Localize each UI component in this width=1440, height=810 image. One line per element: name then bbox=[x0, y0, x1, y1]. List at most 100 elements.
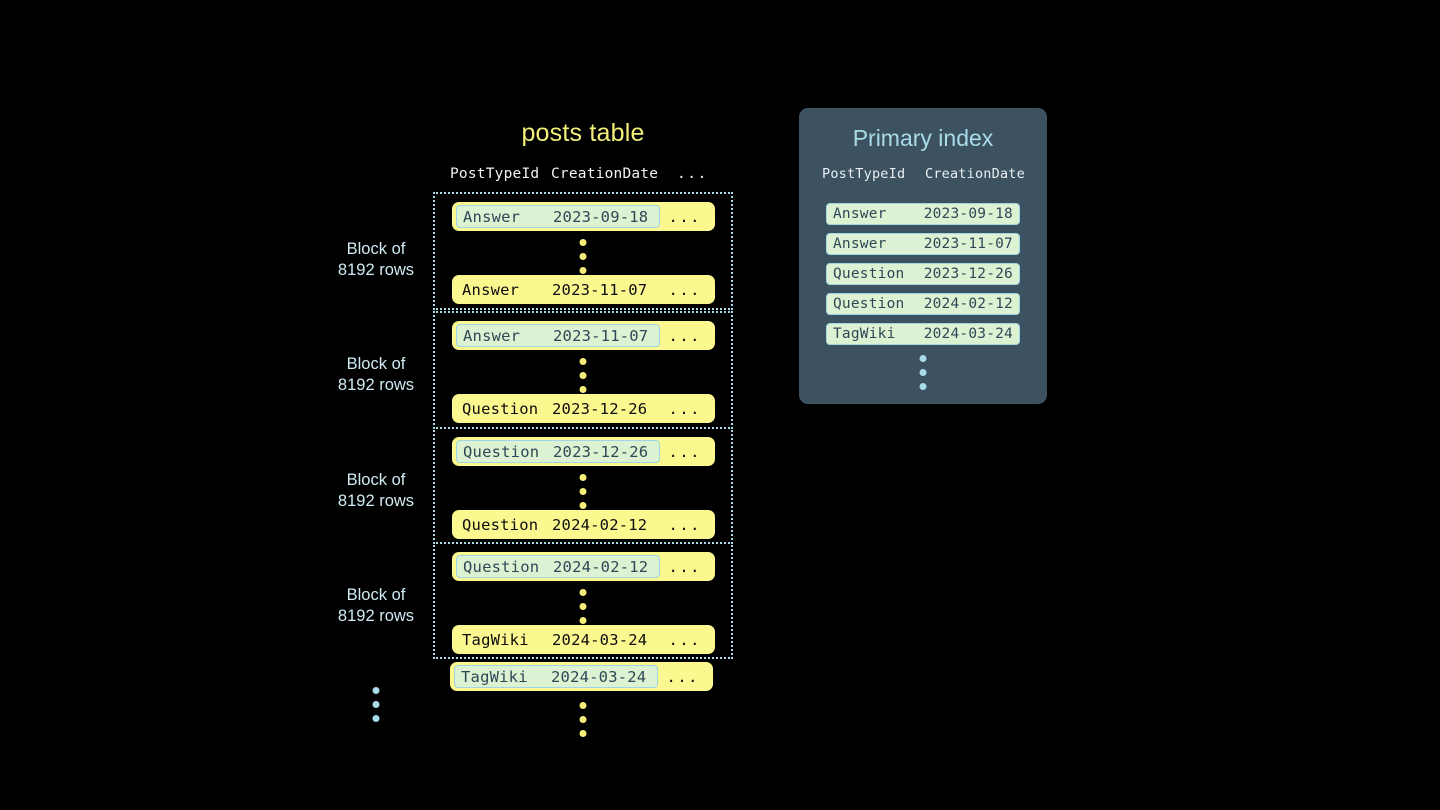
row-highlight-box: Question 2023-12-26 bbox=[456, 440, 660, 463]
ellipsis-dot bbox=[579, 239, 587, 246]
cell-creationdate: 2023-12-26 bbox=[923, 266, 1013, 282]
block-label-4: Block of 8192 rows bbox=[337, 586, 415, 625]
ellipsis-dot bbox=[919, 369, 927, 376]
index-row[interactable]: Answer 2023-09-18 bbox=[826, 203, 1020, 225]
cell-creationdate: 2024-03-24 bbox=[923, 326, 1013, 342]
column-header-posttypeid: PostTypeId bbox=[822, 166, 906, 182]
ellipsis-dot bbox=[579, 603, 587, 610]
cell-creationdate: 2023-11-07 bbox=[923, 236, 1013, 252]
cell-creationdate: 2023-09-18 bbox=[923, 206, 1013, 222]
ellipsis-dot bbox=[579, 702, 587, 709]
cell-posttypeid: TagWiki bbox=[833, 326, 896, 342]
ellipsis-dot bbox=[919, 383, 927, 390]
ellipsis-dot bbox=[579, 358, 587, 365]
ellipsis-dot bbox=[579, 488, 587, 495]
column-header-ellipsis: ... bbox=[677, 166, 708, 182]
ellipsis-dot bbox=[579, 267, 587, 274]
cell-posttypeid: Question bbox=[833, 266, 905, 282]
table-row[interactable]: Answer 2023-09-18 ... bbox=[452, 202, 715, 231]
ellipsis-dot bbox=[372, 701, 380, 708]
table-row-trailing[interactable]: TagWiki 2024-03-24 ... bbox=[450, 662, 713, 691]
table-row[interactable]: Question 2023-12-26 ... bbox=[452, 437, 715, 466]
table-block-3: Question 2023-12-26 ... Question 2024-02… bbox=[433, 427, 733, 544]
block-label-1: Block of 8192 rows bbox=[337, 240, 415, 279]
cell-creationdate: 2024-02-12 bbox=[923, 296, 1013, 312]
cell-posttypeid: Question bbox=[463, 557, 540, 576]
rows-ellipsis-vertical bbox=[579, 474, 587, 509]
cell-posttypeid: Question bbox=[462, 399, 539, 418]
row-highlight-box: TagWiki 2024-03-24 bbox=[454, 665, 658, 688]
primary-index-panel: Primary index PostTypeId CreationDate An… bbox=[799, 108, 1047, 404]
cell-creationdate: 2024-03-24 bbox=[552, 630, 648, 649]
ellipsis-dot bbox=[372, 715, 380, 722]
ellipsis-dot bbox=[579, 372, 587, 379]
table-row[interactable]: TagWiki 2024-03-24 ... bbox=[452, 625, 715, 654]
cell-creationdate: 2023-12-26 bbox=[552, 399, 648, 418]
ellipsis-dot bbox=[579, 253, 587, 260]
ellipsis-dot bbox=[579, 589, 587, 596]
ellipsis-dot bbox=[579, 716, 587, 723]
table-row[interactable]: Answer 2023-11-07 ... bbox=[452, 321, 715, 350]
primary-index-column-headers: PostTypeId CreationDate bbox=[799, 166, 1047, 186]
index-row[interactable]: Question 2024-02-12 bbox=[826, 293, 1020, 315]
cell-ellipsis: ... bbox=[668, 399, 701, 418]
cell-posttypeid: Answer bbox=[463, 326, 521, 345]
table-block-2: Answer 2023-11-07 ... Question 2023-12-2… bbox=[433, 311, 733, 429]
cell-ellipsis: ... bbox=[668, 630, 701, 649]
cell-posttypeid: TagWiki bbox=[461, 667, 528, 686]
cell-creationdate: 2023-09-18 bbox=[553, 207, 649, 226]
cell-ellipsis: ... bbox=[666, 667, 699, 686]
row-highlight-box: Answer 2023-11-07 bbox=[456, 324, 660, 347]
table-row[interactable]: Answer 2023-11-07 ... bbox=[452, 275, 715, 304]
cell-posttypeid: Question bbox=[833, 296, 905, 312]
row-highlight-box: Question 2024-02-12 bbox=[456, 555, 660, 578]
rows-ellipsis-vertical bbox=[579, 358, 587, 393]
ellipsis-dot bbox=[579, 474, 587, 481]
posts-table-title: posts table bbox=[521, 119, 645, 147]
ellipsis-dot bbox=[579, 617, 587, 624]
cell-ellipsis: ... bbox=[668, 557, 701, 576]
cell-ellipsis: ... bbox=[668, 207, 701, 226]
cell-creationdate: 2023-11-07 bbox=[553, 326, 649, 345]
primary-index-title: Primary index bbox=[852, 125, 994, 151]
posts-table-column-headers: PostTypeId CreationDate ... bbox=[433, 166, 733, 188]
index-row[interactable]: TagWiki 2024-03-24 bbox=[826, 323, 1020, 345]
row-highlight-box: Answer 2023-09-18 bbox=[456, 205, 660, 228]
index-ellipsis-vertical bbox=[919, 355, 927, 390]
column-header-creationdate: CreationDate bbox=[925, 166, 1025, 182]
blocks-ellipsis-vertical bbox=[372, 687, 380, 722]
cell-posttypeid: Question bbox=[463, 442, 540, 461]
column-header-creationdate: CreationDate bbox=[551, 166, 659, 182]
table-block-4: Question 2024-02-12 ... TagWiki 2024-03-… bbox=[433, 542, 733, 659]
rows-ellipsis-vertical bbox=[579, 239, 587, 274]
ellipsis-dot bbox=[919, 355, 927, 362]
column-header-posttypeid: PostTypeId bbox=[450, 166, 540, 182]
cell-creationdate: 2024-02-12 bbox=[552, 515, 648, 534]
table-block-1: Answer 2023-09-18 ... Answer 2023-11-07 … bbox=[433, 192, 733, 310]
block-label-2: Block of 8192 rows bbox=[337, 355, 415, 394]
cell-posttypeid: Answer bbox=[463, 207, 521, 226]
cell-posttypeid: Answer bbox=[833, 236, 887, 252]
ellipsis-dot bbox=[579, 502, 587, 509]
cell-posttypeid: Answer bbox=[833, 206, 887, 222]
cell-posttypeid: Answer bbox=[462, 280, 520, 299]
cell-ellipsis: ... bbox=[668, 442, 701, 461]
ellipsis-dot bbox=[579, 730, 587, 737]
cell-creationdate: 2023-12-26 bbox=[553, 442, 649, 461]
table-row[interactable]: Question 2023-12-26 ... bbox=[452, 394, 715, 423]
table-row[interactable]: Question 2024-02-12 ... bbox=[452, 510, 715, 539]
cell-creationdate: 2024-03-24 bbox=[551, 667, 647, 686]
cell-ellipsis: ... bbox=[668, 326, 701, 345]
rows-ellipsis-vertical bbox=[579, 589, 587, 624]
ellipsis-dot bbox=[372, 687, 380, 694]
table-row[interactable]: Question 2024-02-12 ... bbox=[452, 552, 715, 581]
cell-ellipsis: ... bbox=[668, 280, 701, 299]
index-row[interactable]: Answer 2023-11-07 bbox=[826, 233, 1020, 255]
cell-ellipsis: ... bbox=[668, 515, 701, 534]
cell-posttypeid: Question bbox=[462, 515, 539, 534]
index-row[interactable]: Question 2023-12-26 bbox=[826, 263, 1020, 285]
ellipsis-dot bbox=[579, 386, 587, 393]
cell-creationdate: 2023-11-07 bbox=[552, 280, 648, 299]
cell-posttypeid: TagWiki bbox=[462, 630, 529, 649]
cell-creationdate: 2024-02-12 bbox=[553, 557, 649, 576]
